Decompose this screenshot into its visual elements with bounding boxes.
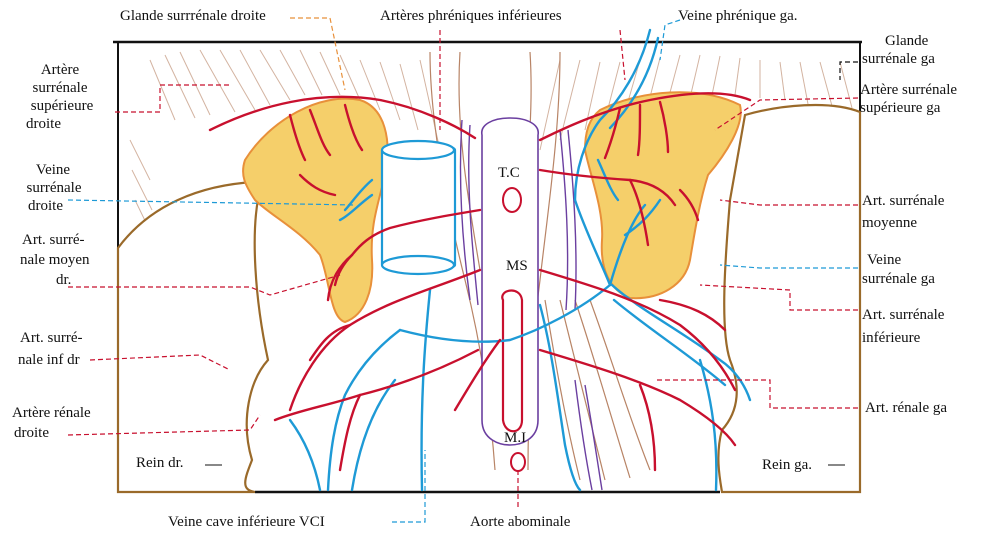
inferior-vena-cava: [382, 141, 455, 274]
label-art-surr-moy-dr-line3: dr.: [56, 272, 71, 289]
label-mesenterique-inf: M.I: [504, 430, 526, 447]
label-art-surr-inf-dr-line2: nale inf dr: [18, 352, 80, 369]
label-art-surr-sup-dr-line2: surrénale: [20, 80, 100, 97]
left-kidney: [718, 105, 860, 492]
label-art-renale-dr-line2: droite: [14, 425, 49, 442]
label-glande-surrenale-ga-line2: surrénale ga: [862, 51, 935, 68]
label-art-surr-sup-dr-line4: droite: [26, 116, 61, 133]
label-mesenterique-sup: MS: [506, 258, 528, 275]
label-art-surr-sup-ga-line1: Artère surrénale: [860, 82, 957, 99]
label-aorte-abdominale: Aorte abominale: [470, 514, 570, 531]
label-art-surr-moy-dr-line2: nale moyen: [20, 252, 90, 269]
left-adrenal-gland: [585, 92, 741, 298]
label-veine-surr-dr-line3: droite: [28, 198, 63, 215]
label-glande-surrenale-ga-line1: Glande: [885, 33, 928, 50]
label-art-renale-dr-line1: Artère rénale: [12, 405, 91, 422]
label-veine-phrenique-ga: Veine phrénique ga.: [678, 8, 798, 25]
label-art-surr-sup-dr-line3: supérieure: [16, 98, 108, 115]
label-art-surr-sup-ga-line2: supérieure ga: [860, 100, 940, 117]
label-art-renale-ga: Art. rénale ga: [865, 400, 947, 417]
label-art-surr-moy-dr-line1: Art. surré-: [22, 232, 84, 249]
right-kidney: [118, 182, 268, 492]
label-art-surr-inf-dr-line1: Art. surré-: [20, 330, 82, 347]
label-rein-ga: Rein ga.: [762, 457, 812, 474]
label-art-surr-moy-ga-line1: Art. surrénale: [862, 193, 944, 210]
label-veine-surr-dr-line1: Veine: [20, 162, 86, 179]
label-veine-cave-inferieure: Veine cave inférieure VCI: [168, 514, 325, 531]
label-art-surr-moy-ga-line2: moyenne: [862, 215, 917, 232]
label-art-surr-sup-dr-line1: Artère: [20, 62, 100, 79]
label-glande-surrenale-droite: Glande surrrénale droite: [120, 8, 266, 25]
label-rein-dr: Rein dr.: [136, 455, 184, 472]
label-veine-surr-ga-line2: surrénale ga: [862, 271, 935, 288]
right-adrenal-gland: [243, 99, 388, 322]
label-arteres-phreniques: Artères phréniques inférieures: [380, 8, 562, 25]
label-veine-surr-dr-line2: surrénale: [14, 180, 94, 197]
label-art-surr-inf-ga-line1: Art. surrénale: [862, 307, 944, 324]
label-tronc-coeliaque: T.C: [498, 165, 520, 182]
label-art-surr-inf-ga-line2: inférieure: [862, 330, 920, 347]
label-veine-surr-ga-line1: Veine: [867, 252, 901, 269]
